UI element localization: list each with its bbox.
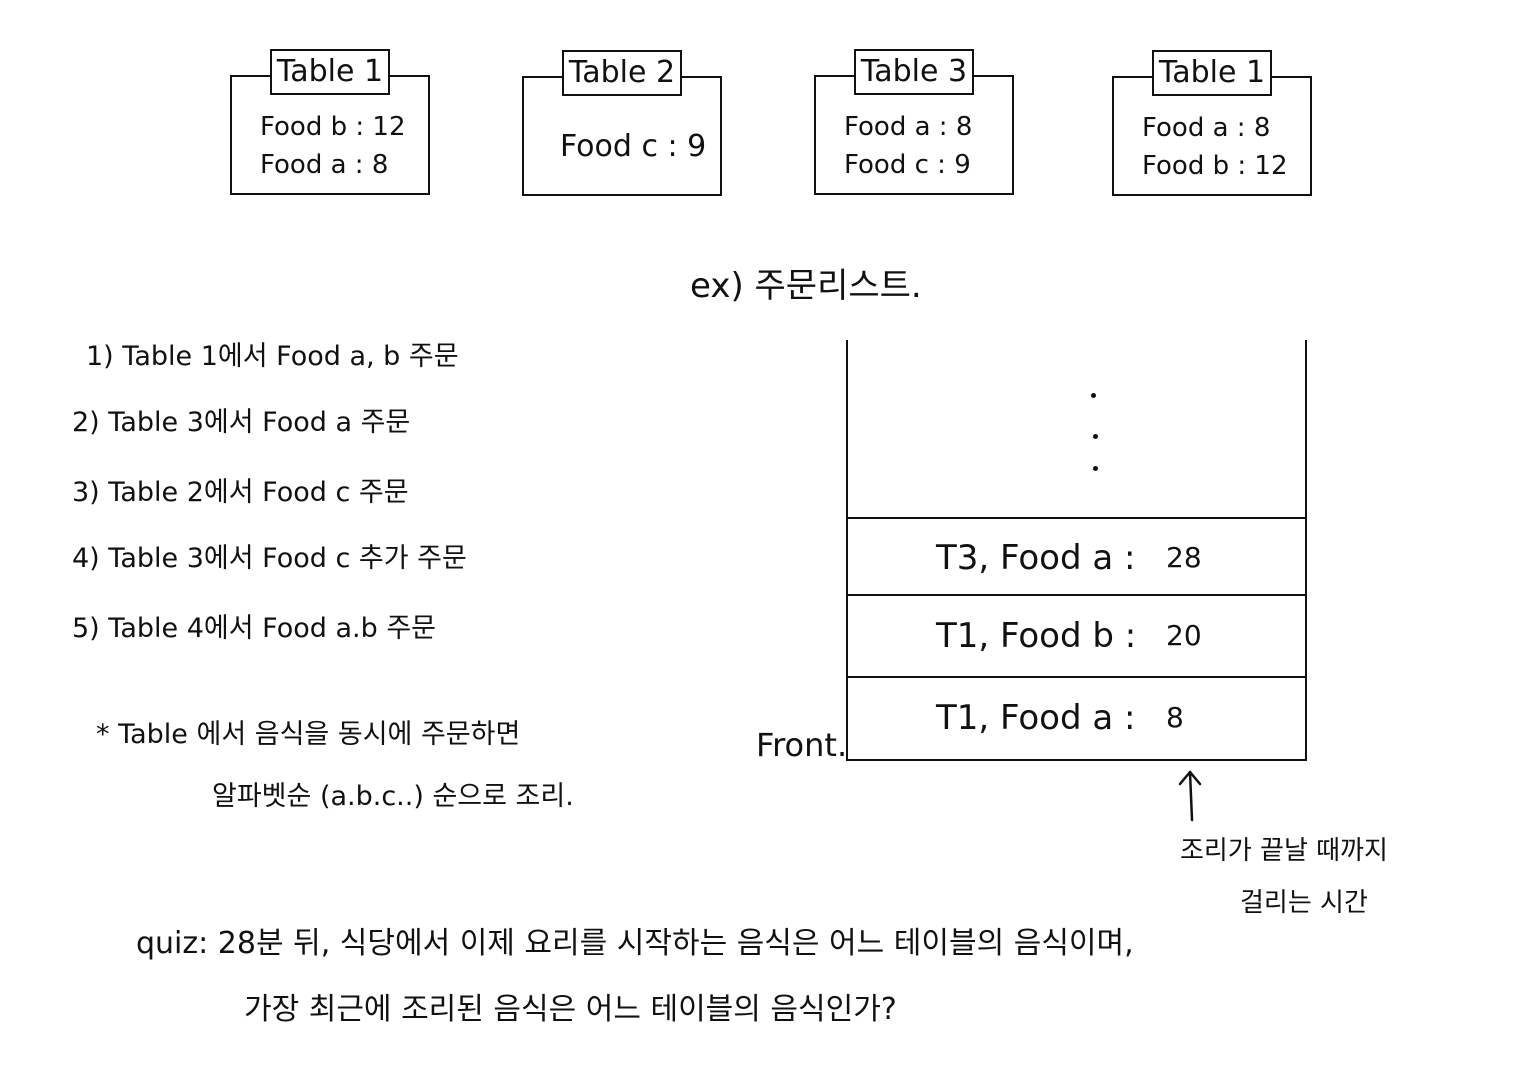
order-item-1: 1) Table 1에서 Food a, b 주문	[86, 341, 459, 372]
diagram-title: ex) 주문리스트.	[690, 266, 922, 306]
table-box-4-label: Table 1	[1152, 50, 1272, 96]
order-item-5: 5) Table 4에서 Food a.b 주문	[72, 613, 436, 644]
arrow-caption-line-2: 걸리는 시간	[1240, 888, 1368, 918]
table-box-1: Table 1 Food b : 12 Food a : 8	[230, 49, 430, 195]
queue-cell-3: T1, Food a : 8	[848, 679, 1305, 757]
table-box-3-label: Table 3	[854, 49, 974, 95]
table-box-1-item-2: Food a : 8	[260, 150, 389, 180]
queue-cell-2: T1, Food b : 20	[848, 597, 1305, 675]
table-box-4: Table 1 Food a : 8 Food b : 12	[1112, 50, 1312, 196]
table-box-3: Table 3 Food a : 8 Food c : 9	[814, 49, 1014, 195]
table-box-1-item-1: Food b : 12	[260, 112, 406, 142]
table-box-2-item-1: Food c : 9	[560, 129, 707, 164]
queue-divider	[846, 594, 1307, 596]
queue-divider	[846, 517, 1307, 519]
queue-right-wall	[1305, 340, 1307, 760]
table-box-4-item-2: Food b : 12	[1142, 151, 1288, 181]
quiz-line-2: 가장 최근에 조리된 음식은 어느 테이블의 음식인가?	[244, 992, 897, 1027]
order-item-3: 3) Table 2에서 Food c 주문	[72, 477, 409, 508]
queue-cell-2-time: 20	[1166, 619, 1202, 652]
table-box-1-label: Table 1	[270, 49, 390, 95]
table-box-4-item-1: Food a : 8	[1142, 113, 1271, 143]
table-box-1-items: Food b : 12 Food a : 8	[232, 105, 428, 187]
table-box-2-items: Food c : 9	[524, 106, 720, 188]
table-box-2-label: Table 2	[562, 50, 682, 96]
note-line-1: * Table 에서 음식을 동시에 주문하면	[96, 719, 521, 750]
note-line-2: 알파벳순 (a.b.c..) 순으로 조리.	[212, 781, 574, 812]
queue-ellipsis-dot	[1091, 393, 1096, 398]
front-label: Front.	[756, 726, 848, 764]
order-item-2: 2) Table 3에서 Food a 주문	[72, 407, 411, 438]
table-box-3-item-2: Food c : 9	[844, 150, 971, 180]
queue-cell-3-time: 8	[1166, 701, 1184, 734]
queue-bottom	[846, 759, 1307, 761]
table-box-3-items: Food a : 8 Food c : 9	[816, 105, 1012, 187]
queue-ellipsis-dot	[1093, 434, 1098, 439]
queue-left-wall	[846, 340, 848, 760]
queue-cell-1-label: T3, Food a :	[936, 538, 1136, 578]
table-box-3-item-1: Food a : 8	[844, 112, 973, 142]
arrow-caption-line-1: 조리가 끝날 때까지	[1180, 836, 1388, 866]
queue-ellipsis-dot	[1093, 466, 1098, 471]
quiz-line-1: quiz: 28분 뒤, 식당에서 이제 요리를 시작하는 음식은 어느 테이블…	[136, 926, 1134, 961]
queue-divider	[846, 676, 1307, 678]
table-box-2: Table 2 Food c : 9	[522, 50, 722, 196]
queue-cell-2-label: T1, Food b :	[936, 616, 1137, 656]
queue-cell-1: T3, Food a : 28	[848, 519, 1305, 597]
up-arrow-icon	[1178, 770, 1202, 822]
queue-cell-1-time: 28	[1166, 541, 1202, 574]
order-item-4: 4) Table 3에서 Food c 추가 주문	[72, 543, 467, 574]
table-box-4-items: Food a : 8 Food b : 12	[1114, 106, 1310, 188]
queue-cell-3-label: T1, Food a :	[936, 698, 1136, 738]
